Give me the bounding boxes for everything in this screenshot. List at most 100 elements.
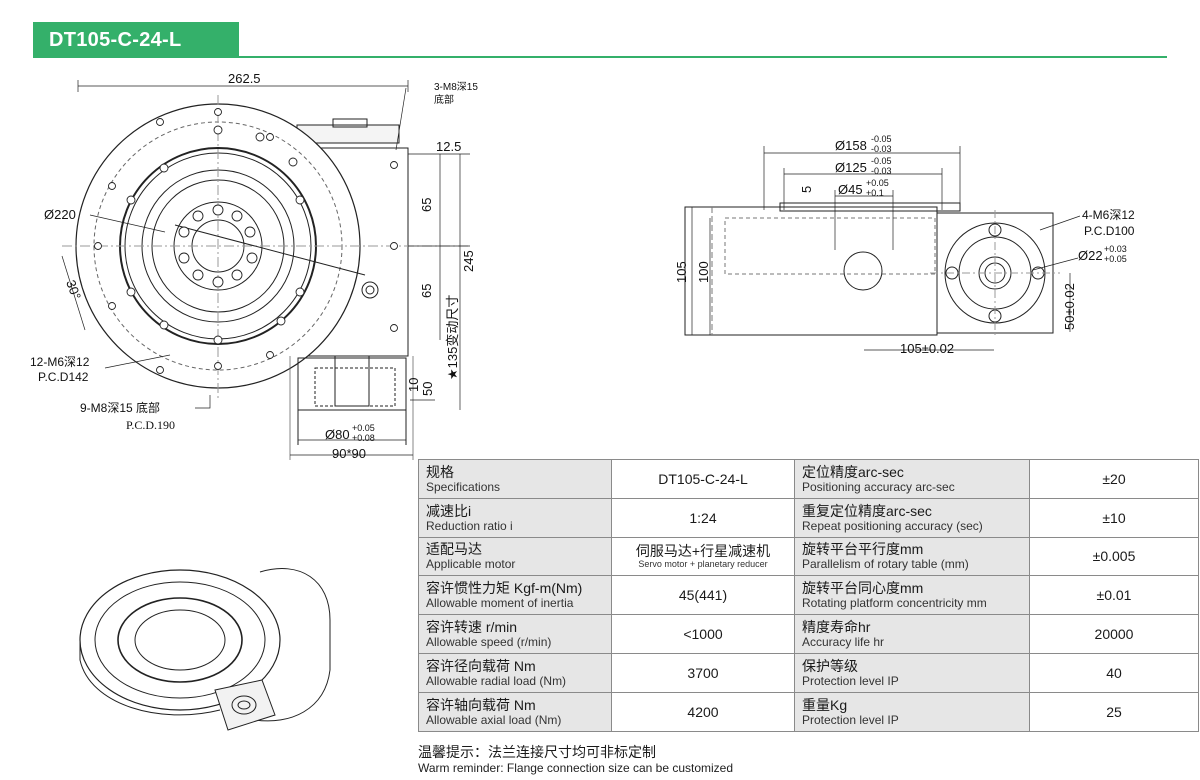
dim-262-5: 262.5 (228, 71, 261, 86)
value: 1:24 (689, 509, 717, 526)
label-pcd142: P.C.D142 (38, 370, 89, 384)
dim-65-upper: 65 (419, 198, 434, 212)
dim-10: 10 (406, 378, 421, 392)
dim-105-height: 105 (674, 261, 689, 283)
spec-left-value: 45(441) (611, 575, 795, 616)
label-en: Protection level IP (802, 673, 899, 688)
label-en: Rotating platform concentricity mm (802, 596, 987, 611)
label-zh: 保护等级 (802, 657, 858, 674)
label-en: Protection level IP (802, 712, 899, 727)
dim-dia-45: Ø45 (838, 182, 863, 197)
label-zh: 定位精度arc-sec (802, 463, 904, 480)
label-en: Accuracy life hr (802, 635, 885, 650)
spec-right-value: 40 (1029, 652, 1199, 693)
label-pcd190: P.C.D.190 (126, 418, 175, 432)
label-en: Repeat positioning accuracy (sec) (802, 518, 983, 533)
label-bottom-a: 底部 (434, 93, 454, 106)
value: 40 (1106, 664, 1122, 681)
label-zh: 容许转速 r/min (426, 619, 517, 636)
dim-5: 5 (799, 186, 814, 193)
spec-right-value: 25 (1029, 691, 1199, 732)
top-view-drawing (61, 80, 470, 460)
label-pcd100: P.C.D100 (1084, 224, 1135, 238)
tol-158-dn: -0.03 (871, 144, 892, 154)
label-en: Specifications (426, 479, 501, 494)
spec-right-value: ±20 (1029, 459, 1199, 499)
dim-245: 245 (461, 250, 476, 272)
dim-12-5: 12.5 (436, 139, 461, 154)
header-rule (33, 56, 1167, 58)
dim-50: 50 (420, 382, 435, 396)
dim-dia-158: Ø158 (835, 138, 867, 153)
label-zh: 容许径向载荷 Nm (426, 657, 536, 674)
label-9-m8: 9-M8深15 底部 (80, 400, 160, 415)
label-zh: 重量Kg (802, 696, 848, 713)
value: ±0.01 (1096, 587, 1132, 604)
dim-dia-22: Ø22 (1078, 248, 1103, 263)
tol-dia-80-dn: +0.08 (352, 433, 375, 443)
label-en: Allowable speed (r/min) (426, 635, 552, 650)
value: ±0.005 (1092, 548, 1136, 565)
label-en: Allowable moment of inertia (426, 596, 574, 611)
spec-left-value: 1:24 (611, 497, 795, 538)
label-zh: 容许轴向载荷 Nm (426, 696, 536, 713)
label-zh: 旋转平台同心度mm (802, 580, 924, 597)
dim-65-lower: 65 (419, 284, 434, 298)
mount-holes (94, 108, 398, 374)
tol-158-up: -0.05 (871, 134, 892, 144)
label-4-m6: 4-M6深12 (1082, 208, 1135, 222)
label-en: Positioning accuracy arc-sec (802, 479, 955, 494)
tol-22-dn: +0.05 (1104, 254, 1127, 264)
dim-105-width: 105±0.02 (900, 341, 954, 356)
warm-reminder: 温馨提示：法兰连接尺寸均可非标定制 Warm reminder: Flange … (418, 744, 733, 776)
model-title: DT105-C-24-L (33, 22, 239, 58)
tol-dia-80-up: +0.05 (352, 423, 375, 433)
spec-left-value: 3700 (611, 652, 795, 693)
label-zh: 减速比i (426, 502, 472, 519)
label-12-m6: 12-M6深12 (30, 355, 90, 369)
spec-row: 容许惯性力矩 Kgf-m(Nm)Allowable moment of iner… (418, 575, 1199, 616)
value: ±10 (1102, 509, 1126, 526)
dim-dia-125: Ø125 (835, 160, 867, 175)
value: ±20 (1102, 470, 1126, 487)
dim-100-height: 100 (696, 261, 711, 283)
side-view-drawing (684, 146, 1081, 351)
label-zh: 精度寿命hr (802, 619, 871, 636)
spec-right-value: ±0.005 (1029, 536, 1199, 577)
spec-left-value: <1000 (611, 614, 795, 654)
dim-dia-80: Ø80 (325, 427, 350, 442)
tol-125-up: -0.05 (871, 156, 892, 166)
label-zh: 旋转平台平行度mm (802, 541, 924, 558)
value: DT105-C-24-L (658, 470, 748, 487)
label-zh: 容许惯性力矩 Kgf-m(Nm) (426, 580, 583, 597)
tol-125-dn: -0.03 (871, 166, 892, 176)
value: 20000 (1094, 626, 1134, 643)
spec-left-value: DT105-C-24-L (611, 459, 795, 499)
label-en: Parallelism of rotary table (mm) (802, 557, 969, 572)
tol-45-up: +0.05 (866, 178, 889, 188)
value: <1000 (683, 626, 723, 643)
spec-right-value: ±10 (1029, 497, 1199, 538)
dim-90x90: 90*90 (332, 446, 366, 461)
value: 伺服马达+行星减速机 (635, 542, 771, 559)
label-zh: 适配马达 (426, 541, 482, 558)
dim-135-variable: ★135变动尺寸 (445, 295, 460, 380)
